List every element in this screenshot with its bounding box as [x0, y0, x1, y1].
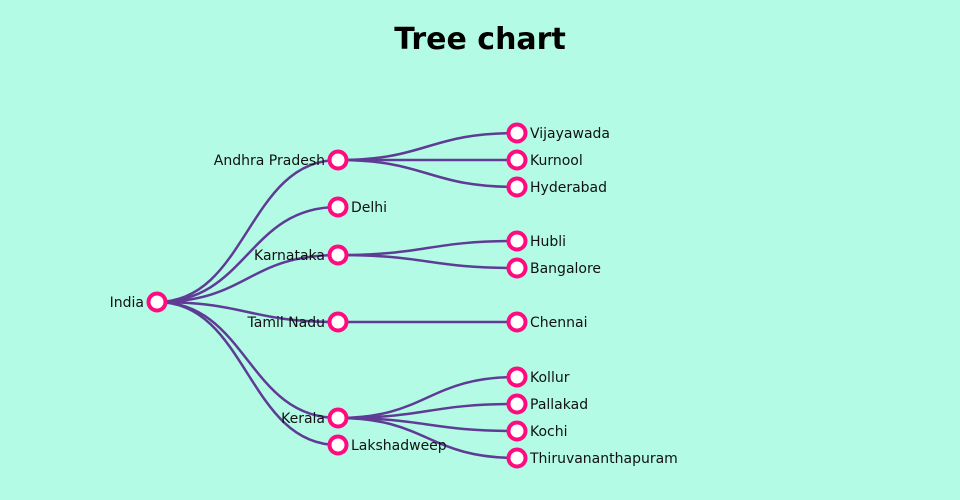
node-circle[interactable]: [327, 311, 349, 333]
tree-node[interactable]: Hyderabad: [506, 176, 608, 198]
tree-node[interactable]: Kochi: [506, 420, 568, 442]
tree-link: [337, 131, 518, 162]
tree-link: [156, 205, 339, 304]
node-label: Tamil Nadu: [247, 315, 326, 331]
node-label: Kochi: [530, 424, 568, 440]
node-circle[interactable]: [506, 366, 528, 388]
node-label: Chennai: [530, 315, 587, 331]
tree-node[interactable]: Kerala: [281, 407, 349, 429]
tree-link: [337, 239, 518, 257]
node-label: Andhra Pradesh: [214, 153, 325, 169]
tree-node[interactable]: Thiruvananthapuram: [506, 447, 678, 469]
tree-link: [156, 300, 339, 324]
tree-link: [337, 158, 518, 189]
node-label: Hyderabad: [530, 180, 607, 196]
node-circle[interactable]: [506, 176, 528, 198]
tree-node[interactable]: Hubli: [506, 230, 567, 252]
node-label: Kurnool: [530, 153, 583, 169]
tree-node[interactable]: Kurnool: [506, 149, 583, 171]
tree-node[interactable]: Karnataka: [254, 244, 349, 266]
tree-node[interactable]: Chennai: [506, 311, 588, 333]
tree-node[interactable]: Vijayawada: [506, 122, 611, 144]
node-label: India: [110, 295, 144, 311]
tree-link: [156, 300, 339, 447]
node-circle[interactable]: [506, 311, 528, 333]
tree-node[interactable]: Bangalore: [506, 257, 602, 279]
tree-node[interactable]: India: [110, 291, 168, 313]
tree-node[interactable]: Delhi: [327, 196, 388, 218]
node-circle[interactable]: [327, 407, 349, 429]
node-circle[interactable]: [327, 196, 349, 218]
node-label: Lakshadweep: [351, 438, 447, 454]
node-label: Pallakad: [530, 397, 588, 413]
node-circle[interactable]: [327, 244, 349, 266]
node-label: Bangalore: [530, 261, 601, 277]
node-circle[interactable]: [506, 149, 528, 171]
tree-link: [156, 253, 339, 304]
tree-link: [156, 158, 339, 304]
node-label: Kollur: [530, 370, 570, 386]
tree-node[interactable]: Lakshadweep: [327, 434, 447, 456]
node-circle[interactable]: [327, 149, 349, 171]
node-circle[interactable]: [506, 393, 528, 415]
node-circle[interactable]: [506, 122, 528, 144]
node-circle[interactable]: [146, 291, 168, 313]
tree-node[interactable]: Tamil Nadu: [247, 311, 349, 333]
node-label: Kerala: [281, 411, 325, 427]
tree-node[interactable]: Kollur: [506, 366, 570, 388]
node-circle[interactable]: [506, 420, 528, 442]
node-label: Vijayawada: [530, 126, 610, 142]
node-circle[interactable]: [327, 434, 349, 456]
node-circle[interactable]: [506, 447, 528, 469]
node-label: Thiruvananthapuram: [529, 451, 678, 467]
node-label: Hubli: [530, 234, 566, 250]
tree-link: [337, 416, 518, 460]
tree-node[interactable]: Andhra Pradesh: [214, 149, 349, 171]
node-circle[interactable]: [506, 230, 528, 252]
tree-link: [337, 253, 518, 270]
node-circle[interactable]: [506, 257, 528, 279]
chart-title: Tree chart: [394, 22, 566, 57]
node-label: Karnataka: [254, 248, 325, 264]
tree-node[interactable]: Pallakad: [506, 393, 589, 415]
node-label: Delhi: [351, 200, 387, 216]
